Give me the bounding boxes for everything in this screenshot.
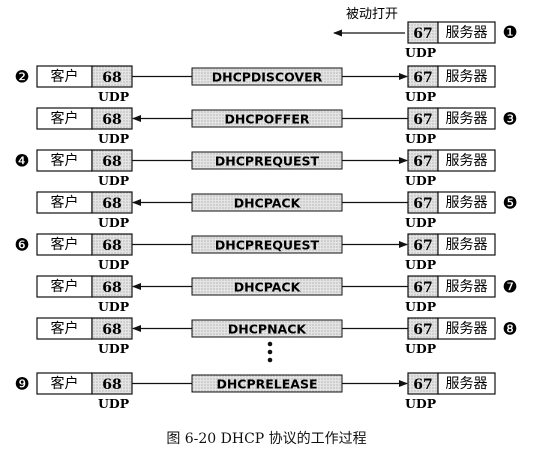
message-name: DHCPOFFER	[224, 112, 309, 127]
server-label: 服务器	[446, 279, 488, 295]
server-udp-label: UDP	[405, 173, 437, 188]
client-udp-label: UDP	[98, 396, 130, 411]
client-udp-label: UDP	[98, 299, 130, 314]
server-port-67: 67	[413, 322, 432, 338]
client-label: 客户	[51, 110, 79, 127]
step-marker-8: ❽	[502, 320, 517, 340]
server-port-67: 67	[413, 377, 432, 393]
client-label: 客户	[51, 194, 79, 211]
server-box	[437, 191, 496, 214]
server-udp-label: UDP	[405, 257, 437, 272]
message-name: DHCPACK	[234, 196, 302, 211]
client-port-68: 68	[102, 322, 121, 338]
ellipsis-dot-2	[267, 349, 273, 355]
client-port-68: 68	[102, 154, 121, 170]
server-label: 服务器	[446, 111, 488, 127]
server-box	[437, 317, 496, 340]
server-udp-label: UDP	[405, 131, 437, 146]
client-udp-label: UDP	[98, 341, 130, 356]
server-port-67: 67	[413, 112, 432, 128]
client-port-68: 68	[102, 70, 121, 86]
step-marker-4: ❹	[14, 152, 29, 172]
passive-open-label: 被动打开	[346, 7, 398, 22]
step-marker-7: ❼	[502, 278, 517, 298]
server-udp-label: UDP	[405, 299, 437, 314]
server-box	[437, 149, 496, 172]
server-label: 服务器	[446, 321, 488, 337]
server-label: 服务器	[446, 25, 488, 41]
server-box	[437, 233, 496, 256]
client-port-68: 68	[102, 112, 121, 128]
server-label: 服务器	[446, 376, 488, 392]
client-label: 客户	[51, 375, 79, 392]
message-box	[191, 193, 343, 212]
server-box	[437, 107, 496, 130]
client-port-68: 68	[102, 280, 121, 296]
server-box	[437, 372, 496, 395]
step-marker-5: ❺	[502, 194, 517, 214]
client-udp-label: UDP	[98, 215, 130, 230]
client-label: 客户	[51, 152, 79, 169]
message-box	[191, 109, 343, 128]
client-port-68: 68	[102, 377, 121, 393]
client-label: 客户	[51, 320, 79, 337]
ellipsis-dot-1	[267, 341, 273, 347]
client-port-68: 68	[102, 238, 121, 254]
message-name: DHCPRELEASE	[216, 377, 317, 392]
message-name: DHCPNACK	[228, 322, 307, 337]
server-box	[437, 275, 496, 298]
message-name: DHCPACK	[234, 280, 302, 295]
server-label: 服务器	[446, 69, 488, 85]
server-box	[437, 21, 496, 44]
message-name: DHCPDISCOVER	[212, 70, 323, 85]
message-name: DHCPREQUEST	[215, 238, 320, 253]
client-label: 客户	[51, 68, 79, 85]
client-udp-label: UDP	[98, 173, 130, 188]
server-udp-label: UDP	[405, 341, 437, 356]
step-marker-9: ❾	[14, 375, 29, 395]
client-udp-label: UDP	[98, 131, 130, 146]
step-marker-6: ❻	[14, 236, 29, 256]
message-box	[191, 319, 343, 338]
server-port-67: 67	[413, 196, 432, 212]
message-box	[191, 235, 343, 254]
server-label: 服务器	[446, 237, 488, 253]
server-label: 服务器	[446, 153, 488, 169]
step-marker-3: ❸	[502, 110, 517, 130]
step-marker-2: ❷	[14, 68, 29, 88]
message-box	[191, 277, 343, 296]
server-port-67: 67	[413, 70, 432, 86]
client-label: 客户	[51, 278, 79, 295]
server-udp-label: UDP	[405, 89, 437, 104]
client-udp-label: UDP	[98, 89, 130, 104]
server-port-67: 67	[413, 154, 432, 170]
server-port-67: 67	[413, 26, 432, 42]
client-label: 客户	[51, 236, 79, 253]
message-box	[191, 151, 343, 170]
server-udp-label: UDP	[405, 396, 437, 411]
step-marker-1: ❶	[502, 23, 517, 43]
server-label: 服务器	[446, 195, 488, 211]
figure-caption: 图 6-20 DHCP 协议的工作过程	[166, 431, 367, 447]
server-port-67: 67	[413, 280, 432, 296]
server-box	[437, 65, 496, 88]
server-port-67: 67	[413, 238, 432, 254]
ellipsis-dot-3	[267, 357, 273, 363]
message-box	[191, 67, 343, 86]
client-port-68: 68	[102, 196, 121, 212]
client-udp-label: UDP	[98, 257, 130, 272]
message-box	[191, 374, 343, 393]
server-udp-label: UDP	[405, 215, 437, 230]
message-name: DHCPREQUEST	[215, 154, 320, 169]
server-udp-label: UDP	[405, 45, 437, 60]
